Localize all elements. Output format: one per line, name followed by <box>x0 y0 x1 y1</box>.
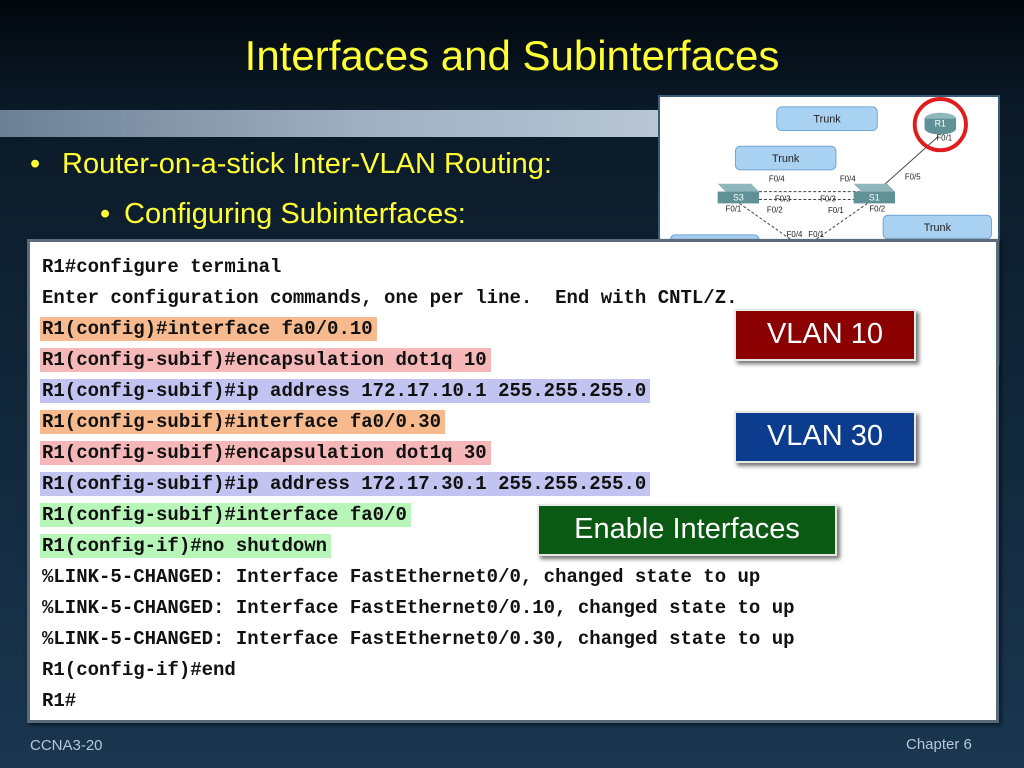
callout-vlan30: VLAN 30 <box>734 411 916 463</box>
terminal-line: R1(config-if)#no shutdown <box>40 531 799 562</box>
terminal-line-text: R1(config-subif)#encapsulation dot1q 10 <box>40 348 491 372</box>
terminal-line: %LINK-5-CHANGED: Interface FastEthernet0… <box>40 593 799 624</box>
terminal-line: R1(config-subif)#interface fa0/0 <box>40 500 799 531</box>
terminal-line-text: R1(config-subif)#interface fa0/0 <box>40 503 411 527</box>
terminal-line-text: R1(config-subif)#ip address 172.17.10.1 … <box>40 379 651 403</box>
port-s1-f02: F0/2 <box>869 204 885 213</box>
port-s1-f01: F0/1 <box>828 206 844 215</box>
terminal-line: R1(config-subif)#ip address 172.17.30.1 … <box>40 469 799 500</box>
terminal-line: R1(config-subif)#encapsulation dot1q 30 <box>40 438 799 469</box>
terminal-line-text: R1(config-subif)#interface fa0/0.30 <box>40 410 446 434</box>
port-s1-f03: F0/3 <box>820 194 836 203</box>
bullet-level2-text: Configuring Subinterfaces: <box>124 198 466 230</box>
top-band <box>0 0 1024 110</box>
trunk-label-1: Trunk <box>813 114 841 126</box>
terminal-line-text: %LINK-5-CHANGED: Interface FastEthernet0… <box>42 597 795 619</box>
terminal-line-text: R1# <box>42 690 77 712</box>
trunk-label-3: Trunk <box>924 222 952 234</box>
terminal-line: R1#configure terminal <box>40 252 799 283</box>
trunk-label-2: Trunk <box>772 153 800 165</box>
bullet-level2: •Configuring Subinterfaces: <box>100 198 466 230</box>
port-s2-f04: F0/4 <box>787 230 803 239</box>
terminal-line: R1(config-if)#end <box>40 655 799 686</box>
terminal-line: %LINK-5-CHANGED: Interface FastEthernet0… <box>40 562 799 593</box>
terminal-line-text: R1(config)#interface fa0/0.10 <box>40 317 377 341</box>
port-r1-f01: F0/1 <box>936 133 952 142</box>
terminal-line: R1(config)#interface fa0/0.10 <box>40 314 799 345</box>
router-r1: R1 <box>912 97 968 153</box>
switch-s3-label: S3 <box>733 192 744 202</box>
port-s3-f02: F0/2 <box>767 205 783 214</box>
port-s3-f01: F0/1 <box>726 204 742 213</box>
router-highlight-circle <box>912 97 968 153</box>
callout-vlan10: VLAN 10 <box>734 309 916 361</box>
footer-slide-number: CCNA3-20 <box>30 737 103 754</box>
terminal-line: Enter configuration commands, one per li… <box>40 283 799 314</box>
switch-s1-label: S1 <box>869 192 880 202</box>
terminal-line: R1(config-subif)#interface fa0/0.30 <box>40 407 799 438</box>
title-stripe <box>0 110 660 137</box>
link-s1-r1 <box>882 136 939 187</box>
slide-title: Interfaces and Subinterfaces <box>244 32 780 79</box>
trunk-label-box-2 <box>734 145 837 171</box>
bullet-level1: •Router-on-a-stick Inter-VLAN Routing: <box>30 148 552 180</box>
terminal-line: R1(config-subif)#ip address 172.17.10.1 … <box>40 376 799 407</box>
footer-chapter: Chapter 6 <box>906 736 972 753</box>
terminal-line: %LINK-5-CHANGED: Interface FastEthernet0… <box>40 624 799 655</box>
callout-enable-interfaces: Enable Interfaces <box>537 504 837 556</box>
switch-s1: S1 <box>853 183 896 204</box>
router-r1-label: R1 <box>935 119 946 129</box>
switch-s3: S3 <box>717 183 760 204</box>
terminal-line: R1(config-subif)#encapsulation dot1q 10 <box>40 345 799 376</box>
trunk-label-box-3 <box>882 214 993 240</box>
link-s3-s2 <box>739 202 799 246</box>
terminal-line-text: R1(config-subif)#encapsulation dot1q 30 <box>40 441 491 465</box>
port-s1-f05: F0/5 <box>905 173 921 182</box>
terminal-line-text: R1#configure terminal <box>42 256 282 278</box>
terminal-line-text: R1(config-if)#no shutdown <box>40 534 332 558</box>
link-s1-s2 <box>808 202 868 246</box>
port-s1-f04: F0/4 <box>840 175 856 184</box>
bullet-level1-text: Router-on-a-stick Inter-VLAN Routing: <box>62 148 552 180</box>
terminal-line-text: R1(config-subif)#ip address 172.17.30.1 … <box>40 472 651 496</box>
port-s3-f03: F0/3 <box>775 194 791 203</box>
trunk-label-box-1 <box>776 106 878 131</box>
terminal-line-text: %LINK-5-CHANGED: Interface FastEthernet0… <box>42 566 761 588</box>
terminal-line-text: %LINK-5-CHANGED: Interface FastEthernet0… <box>42 628 795 650</box>
terminal-line-text: R1(config-if)#end <box>42 659 236 681</box>
terminal-line: R1# <box>40 686 799 717</box>
port-s3-f04: F0/4 <box>769 175 785 184</box>
port-s2-f01: F0/1 <box>808 230 824 239</box>
terminal-line-text: Enter configuration commands, one per li… <box>42 287 738 309</box>
